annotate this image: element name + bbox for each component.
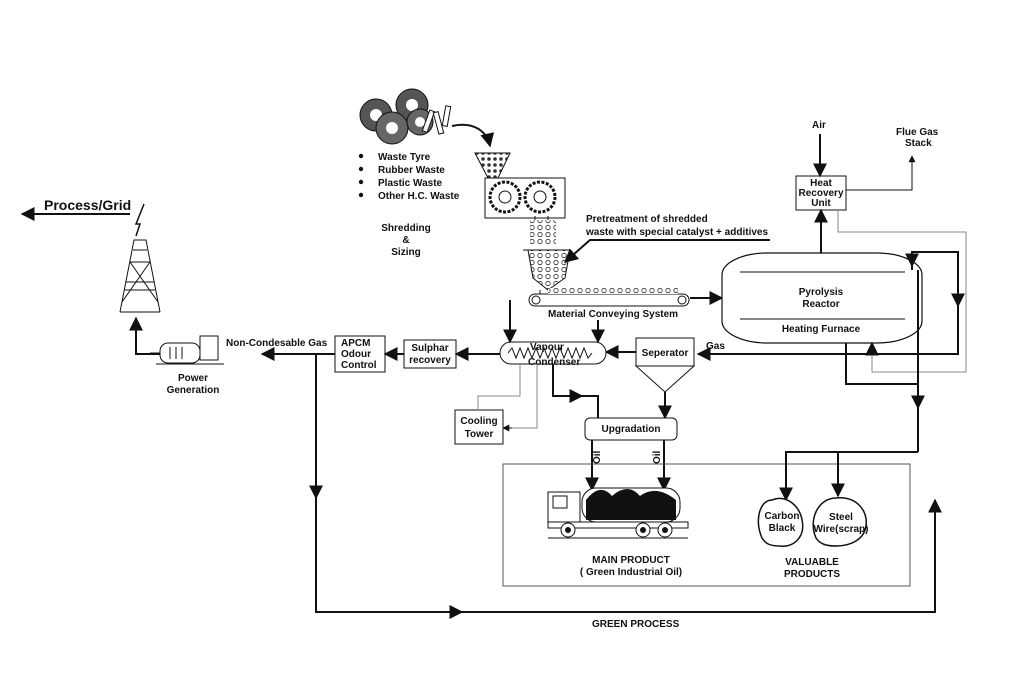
- cooling-line: [477, 364, 521, 410]
- pretreatment-label: Pretreatment of shredded: [586, 214, 708, 225]
- process-grid-label: Process/Grid: [44, 197, 131, 213]
- separator-label: Seperator: [642, 348, 689, 359]
- condenser-label: Condenser: [528, 357, 580, 368]
- shredder-icon: [474, 152, 571, 298]
- sulphar-label: recovery: [409, 355, 451, 366]
- products-box: [502, 463, 911, 587]
- cooling-tower: [454, 409, 504, 445]
- waste-item: Waste Tyre: [378, 152, 431, 163]
- valuable-products-label: VALUABLE: [785, 557, 839, 568]
- heat-recovery-label: Heat: [810, 178, 832, 189]
- green-process-arrow: [315, 498, 464, 619]
- shredding-text: Sizing: [391, 247, 420, 258]
- flue-gas-label: Flue Gas: [896, 127, 939, 138]
- conveyor-icon: [528, 288, 690, 307]
- reactor-label: Pyrolysis: [799, 287, 844, 298]
- reactor-label: Reactor: [802, 299, 839, 310]
- gas-label: Gas: [706, 341, 725, 352]
- waste-feed-arrow: [451, 123, 495, 148]
- heat-loop-line: [837, 210, 967, 373]
- furnace-label: Heating Furnace: [782, 324, 861, 335]
- sulphar-label: Sulphar: [411, 343, 448, 354]
- green-process-return-arrow: [462, 498, 942, 613]
- cooling-return-line: [503, 364, 538, 429]
- vapour-label: Vapour: [530, 342, 564, 353]
- power-generation-label: Generation: [167, 385, 220, 396]
- steel-wire-pile: [812, 497, 867, 547]
- cooling-tower-label: Tower: [465, 429, 494, 440]
- shredding-text: Shredding: [381, 223, 430, 234]
- apcm-label: Odour: [341, 349, 371, 360]
- pretreatment-label: waste with special catalyst + additives: [585, 227, 768, 238]
- waste-item: Rubber Waste: [378, 165, 445, 176]
- generator-icon: [150, 335, 224, 365]
- apcm-unit: [334, 335, 386, 373]
- oil-tanker-icon: [547, 487, 689, 539]
- shredding-label: Shredding & Sizing: [381, 223, 430, 258]
- flue-gas-arrow: [846, 155, 916, 191]
- flue-gas-label: Stack: [905, 138, 932, 149]
- waste-item: Other H.C. Waste: [378, 191, 460, 202]
- apcm-label: Control: [341, 360, 377, 371]
- waste-list: Waste Tyre Rubber Waste Plastic Waste Ot…: [358, 152, 460, 202]
- separator: Seperator: [634, 337, 696, 393]
- condenser-outflow-line: [582, 395, 599, 418]
- carbon-black-arrow: [779, 451, 918, 502]
- steel-wire-label: Steel: [829, 512, 853, 523]
- upgradation-label: Upgradation: [602, 424, 661, 435]
- waste-tyres-icon: [359, 88, 452, 145]
- oil-label: Oil: [652, 450, 663, 464]
- waste-item: Plastic Waste: [378, 178, 443, 189]
- shredding-text: &: [402, 235, 409, 246]
- condenser-outflow-arrow: [552, 364, 584, 403]
- heat-recovery-label: Unit: [811, 198, 831, 209]
- pyrolysis-reactor: Pyrolysis Reactor Heating Furnace: [721, 252, 923, 344]
- cooling-tower-label: Cooling: [460, 416, 497, 427]
- process-grid-arrow: Process/Grid: [20, 197, 131, 221]
- sulphar-recovery-unit: [403, 339, 457, 369]
- steel-wire-label: Wire(scrap): [814, 524, 869, 535]
- carbon-black-label: Black: [769, 523, 796, 534]
- air-label: Air: [812, 120, 826, 131]
- furnace-outflow-line: [845, 343, 918, 385]
- gas-line: [696, 306, 959, 361]
- transmission-tower-icon: [119, 203, 161, 313]
- oil-label: Oil: [592, 450, 603, 464]
- green-process-label: GREEN PROCESS: [592, 619, 680, 630]
- non-condensable-gas-label: Non-Condesable Gas: [226, 338, 328, 349]
- upgradation-unit: [584, 417, 678, 441]
- heat-recovery-unit: [795, 175, 847, 211]
- valuable-products-label: PRODUCTS: [784, 569, 840, 580]
- conveying-label: Material Conveying System: [548, 309, 678, 320]
- pretreatment-arrow: [563, 239, 770, 263]
- apcm-label: APCM: [341, 338, 370, 349]
- power-to-grid-arrow: [129, 316, 160, 355]
- main-product-label: ( Green Industrial Oil): [580, 567, 682, 578]
- main-product-label: MAIN PRODUCT: [592, 555, 670, 566]
- carbon-black-pile: [757, 497, 804, 547]
- power-generation-label: Power: [178, 373, 208, 384]
- carbon-black-label: Carbon: [765, 511, 800, 522]
- heat-recovery-label: Recovery: [798, 188, 843, 199]
